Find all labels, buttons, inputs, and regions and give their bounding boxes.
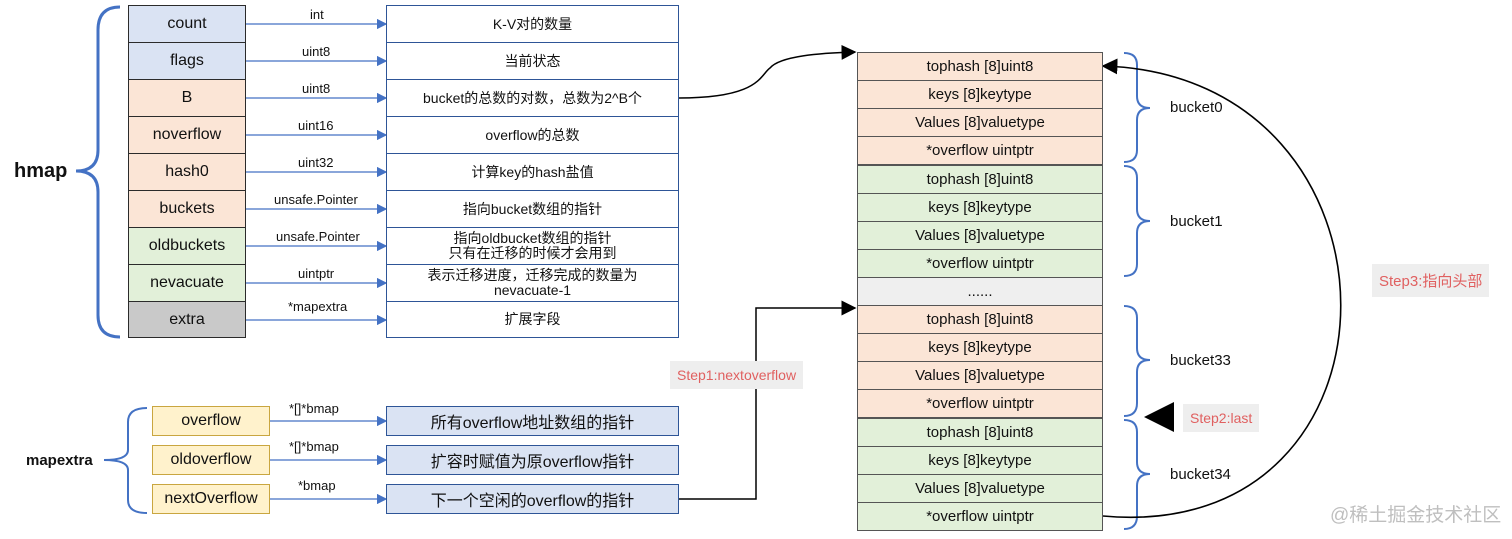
desc-extra: 扩展字段 bbox=[386, 301, 679, 338]
type-buckets: unsafe.Pointer bbox=[274, 192, 358, 207]
mapextra-brace bbox=[103, 407, 148, 514]
type-extra: *mapextra bbox=[288, 299, 348, 314]
bucket33-tophash: tophash [8]uint8 bbox=[857, 305, 1103, 334]
hmap-brace bbox=[75, 5, 121, 339]
field-noverflow: noverflow bbox=[128, 116, 246, 154]
desc-buckets: 指向bucket数组的指针 bbox=[386, 190, 679, 228]
bucket0-tophash: tophash [8]uint8 bbox=[857, 52, 1103, 81]
type-nevacuate: uintptr bbox=[298, 266, 335, 281]
type-flags: uint8 bbox=[302, 44, 331, 59]
desc-hash0: 计算key的hash盐值 bbox=[386, 153, 679, 191]
b-to-buckets-arrow bbox=[678, 44, 857, 99]
bucket-ellipsis: ...... bbox=[857, 277, 1103, 306]
mapextra-title: mapextra bbox=[26, 452, 93, 469]
bucket0-label: bucket0 bbox=[1170, 99, 1223, 116]
bucket34-overflow: *overflow uintptr bbox=[857, 502, 1103, 531]
bucket0-values: Values [8]valuetype bbox=[857, 108, 1103, 137]
bucket0-keys: keys [8]keytype bbox=[857, 80, 1103, 109]
bucket33-label: bucket33 bbox=[1170, 352, 1231, 369]
desc-nevacuate-line2: nevacuate-1 bbox=[493, 282, 572, 298]
bucket34-label: bucket34 bbox=[1170, 466, 1231, 483]
field-buckets: buckets bbox=[128, 190, 246, 228]
mapextra-field-nextoverflow: nextOverflow bbox=[152, 484, 270, 514]
bucket1-keys: keys [8]keytype bbox=[857, 193, 1103, 222]
mapextra-desc-overflow: 所有overflow地址数组的指针 bbox=[386, 406, 679, 436]
step3-arc bbox=[1101, 58, 1342, 519]
bucket1-overflow: *overflow uintptr bbox=[857, 249, 1103, 278]
bucket34-keys: keys [8]keytype bbox=[857, 446, 1103, 475]
desc-oldbuckets-line1: 指向oldbucket数组的指针 bbox=[453, 230, 612, 246]
desc-noverflow: overflow的总数 bbox=[386, 116, 679, 154]
mapextra-type-oldoverflow: *[]*bmap bbox=[289, 439, 339, 454]
bucket33-keys: keys [8]keytype bbox=[857, 333, 1103, 362]
field-nevacuate: nevacuate bbox=[128, 264, 246, 302]
watermark: @稀土掘金技术社区 bbox=[1330, 505, 1502, 526]
step2-label: Step2:last bbox=[1183, 404, 1260, 432]
field-flags: flags bbox=[128, 42, 246, 80]
type-oldbuckets: unsafe.Pointer bbox=[276, 229, 360, 244]
nextoverflow-arrow bbox=[679, 300, 857, 500]
field-oldbuckets: oldbuckets bbox=[128, 227, 246, 265]
type-hash0: uint32 bbox=[298, 155, 334, 170]
desc-nevacuate: 表示迁移进度，迁移完成的数量为 nevacuate-1 bbox=[386, 264, 679, 302]
mapextra-desc-oldoverflow: 扩容时赋值为原overflow指针 bbox=[386, 445, 679, 475]
bucket1-label: bucket1 bbox=[1170, 213, 1223, 230]
mapextra-field-oldoverflow: oldoverflow bbox=[152, 445, 270, 475]
bucket34-brace bbox=[1123, 419, 1151, 530]
desc-oldbuckets: 指向oldbucket数组的指针 只有在迁移的时候才会用到 bbox=[386, 227, 679, 265]
bucket1-tophash: tophash [8]uint8 bbox=[857, 165, 1103, 194]
step3-label: Step3:指向头部 bbox=[1372, 264, 1490, 297]
bucket33-overflow: *overflow uintptr bbox=[857, 389, 1103, 418]
hmap-title: hmap bbox=[14, 160, 68, 182]
step1-label: Step1:nextoverflow bbox=[670, 361, 804, 389]
field-extra: extra bbox=[128, 301, 246, 338]
mapextra-arrows bbox=[270, 415, 388, 505]
mapextra-desc-nextoverflow: 下一个空闲的overflow的指针 bbox=[386, 484, 679, 514]
bucket0-brace bbox=[1123, 52, 1151, 163]
field-count: count bbox=[128, 5, 246, 43]
desc-b: bucket的总数的对数，总数为2^B个 bbox=[386, 79, 679, 117]
bucket0-overflow: *overflow uintptr bbox=[857, 136, 1103, 165]
field-b: B bbox=[128, 79, 246, 117]
mapextra-type-overflow: *[]*bmap bbox=[289, 401, 339, 416]
mapextra-type-nextoverflow: *bmap bbox=[298, 478, 336, 493]
desc-flags: 当前状态 bbox=[386, 42, 679, 80]
bucket33-values: Values [8]valuetype bbox=[857, 361, 1103, 390]
type-noverflow: uint16 bbox=[298, 118, 334, 133]
bucket1-brace bbox=[1123, 165, 1151, 277]
mapextra-field-overflow: overflow bbox=[152, 406, 270, 436]
bucket1-values: Values [8]valuetype bbox=[857, 221, 1103, 250]
desc-nevacuate-line1: 表示迁移进度，迁移完成的数量为 bbox=[427, 267, 638, 283]
bucket33-brace bbox=[1123, 305, 1151, 417]
field-hash0: hash0 bbox=[128, 153, 246, 191]
type-b: uint8 bbox=[302, 81, 331, 96]
desc-oldbuckets-line2: 只有在迁移的时候才会用到 bbox=[448, 245, 617, 261]
type-count: int bbox=[310, 7, 324, 22]
hmap-arrows bbox=[246, 18, 388, 326]
bucket34-values: Values [8]valuetype bbox=[857, 474, 1103, 503]
bucket34-tophash: tophash [8]uint8 bbox=[857, 418, 1103, 447]
desc-count: K-V对的数量 bbox=[386, 5, 679, 43]
